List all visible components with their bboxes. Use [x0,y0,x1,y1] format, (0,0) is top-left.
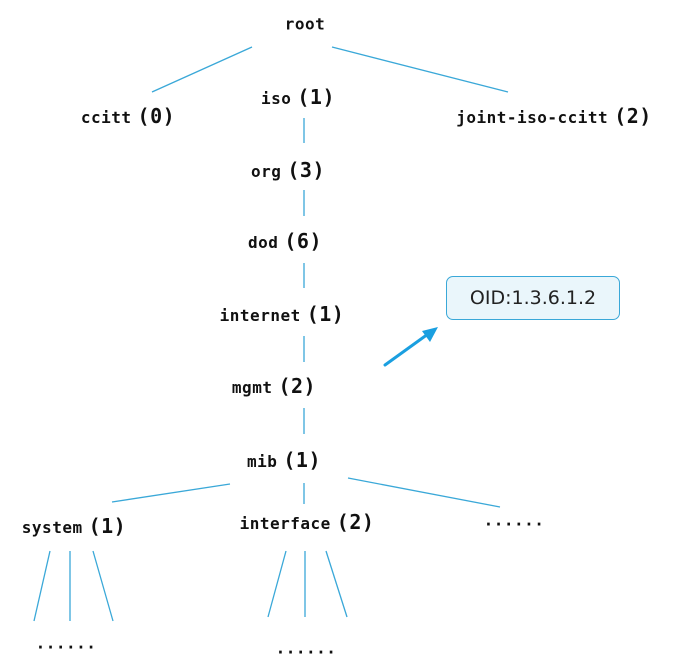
edge-root-joint [331,46,509,93]
node-system-label: system [21,518,83,537]
node-internet: internet (1) [220,302,345,326]
edge-root-ccitt [151,46,253,93]
node-interface: interface (2) [240,510,375,534]
node-org-number: (3) [287,158,326,182]
edge-system-child-1 [33,550,51,622]
node-mib-more: ...... [484,511,545,530]
edge-interface-child-3 [325,550,348,618]
node-dod: dod (6) [248,229,322,253]
node-mib-label: mib [246,452,278,471]
node-mib-number: (1) [283,448,322,472]
node-system-more: ...... [36,634,97,653]
node-iso-label: iso [260,89,292,108]
node-joint-number: (2) [614,104,652,128]
arrow-icon [383,327,438,367]
node-interface-number: (2) [336,510,375,534]
oid-callout-text: OID:1.3.6.1.2 [469,287,597,309]
node-internet-number: (1) [306,302,345,326]
node-mgmt: mgmt (2) [232,374,316,398]
node-dod-number: (6) [284,229,323,253]
edge-system-child-3 [92,550,114,622]
node-org-label: org [250,162,282,181]
node-dod-label: dod [247,233,279,252]
node-iso: iso (1) [261,85,335,109]
node-org: org (3) [251,158,325,182]
node-interface-more: ...... [276,639,337,658]
node-ccitt: ccitt (0) [81,104,175,128]
node-interface-label: interface [239,514,331,533]
node-internet-label: internet [219,306,301,325]
node-ccitt-label: ccitt [80,108,132,127]
node-system: system (1) [22,514,126,538]
edge-interface-child-1 [267,550,287,618]
node-root-label: root [284,14,326,34]
node-mgmt-label: mgmt [231,378,273,397]
node-root: root [285,15,326,34]
node-iso-number: (1) [297,85,336,109]
node-interface-more-label: ...... [275,638,337,658]
node-system-more-label: ...... [35,633,97,653]
edge-mib-system [111,483,231,503]
node-system-number: (1) [88,514,127,538]
node-mgmt-number: (2) [278,374,317,398]
node-ccitt-number: (0) [137,104,176,128]
oid-callout: OID:1.3.6.1.2 [446,276,620,320]
node-joint-iso-ccitt: joint-iso-ccitt (2) [456,104,652,128]
node-mib: mib (1) [247,448,321,472]
edge-mib-more [347,477,501,508]
node-mib-more-label: ...... [483,510,545,530]
node-joint-label: joint-iso-ccitt [456,108,609,127]
